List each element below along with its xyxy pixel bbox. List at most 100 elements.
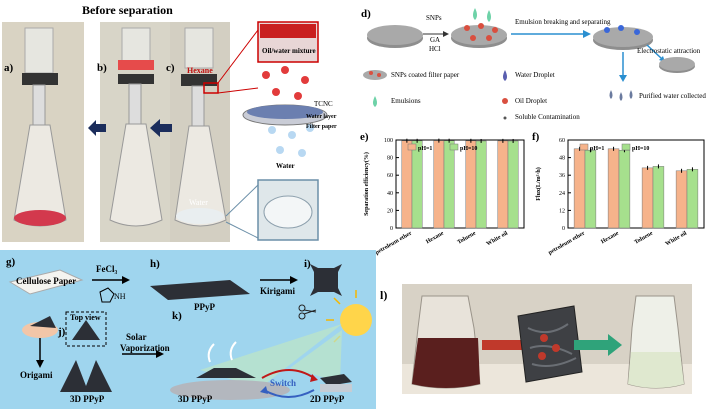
nh-label: NH: [114, 292, 126, 301]
water-label: Water: [189, 198, 208, 207]
y-tick-label: 100: [384, 138, 393, 144]
heading-before-separation: Before separation: [82, 3, 173, 17]
label-i: i): [304, 258, 311, 270]
origami-label: Origami: [20, 370, 53, 380]
cellulose-label: Cellulose Paper: [16, 276, 77, 286]
tcnc-label: TCNC: [314, 100, 333, 108]
solar-label: Solar: [126, 332, 147, 342]
ppyp3d-left-label: 3D PPyP: [70, 394, 105, 404]
bar: [686, 169, 699, 229]
bar: [411, 140, 423, 229]
bar: [443, 140, 455, 229]
y-tick-label: 40: [387, 191, 393, 197]
hexane-label: Hexane: [187, 66, 213, 75]
label-h: h): [150, 258, 160, 270]
label-g: g): [6, 256, 16, 268]
arrow-left-1: [88, 120, 106, 136]
bar: [607, 148, 620, 229]
bar: [497, 140, 509, 229]
bar: [675, 170, 688, 229]
category-label: petroleum ether: [547, 230, 586, 256]
purified-label: Purified water collected: [639, 92, 706, 100]
top-view-label: Top view: [70, 313, 101, 322]
category-label: Hexane: [425, 230, 445, 245]
panel-l: l): [378, 268, 710, 409]
y-axis-label: Separation efficiency(%): [363, 152, 370, 216]
flask-b: [109, 27, 163, 227]
y-axis-label: Flux(L/m²·h): [535, 167, 542, 200]
y-tick-label: 20: [387, 208, 393, 214]
bar: [507, 140, 519, 229]
legend-swatch: [621, 143, 631, 151]
emulsion-breaking-label: Emulsion breaking and separating: [515, 18, 611, 26]
panel-label: e): [360, 131, 369, 143]
bar: [465, 140, 477, 229]
category-label: White oil: [486, 230, 510, 247]
legend-swatch: [579, 143, 589, 151]
panel-abc: Before separation a) b) c) Hexane Water …: [0, 0, 345, 245]
y-tick-label: 12: [559, 208, 565, 214]
legend-water-droplet: Water Droplet: [515, 71, 555, 79]
ppyp2d-label: 2D PPyP: [310, 394, 345, 404]
bar: [401, 140, 413, 229]
legend-soluble: Soluble Contamination: [515, 113, 580, 121]
label-k: k): [172, 310, 182, 322]
bar: [618, 150, 631, 229]
kirigami-label: Kirigami: [260, 286, 295, 296]
filter-paper-label: Filter paper: [306, 124, 337, 130]
y-tick-label: 48: [559, 156, 565, 162]
water-layer-label: Water layer: [306, 114, 337, 120]
snps-label: SNPs: [426, 14, 442, 22]
bar: [573, 148, 586, 229]
y-tick-label: 36: [559, 173, 565, 179]
y-tick-label: 60: [387, 173, 393, 179]
category-label: Toluene: [634, 230, 655, 245]
vaporization-label: Vaporization: [120, 343, 170, 353]
oil-water-mixture-label: Oil/water mixture: [262, 47, 316, 55]
schematic-g-k: [8, 264, 372, 400]
y-tick-label: 0: [562, 226, 565, 232]
label-c: c): [166, 62, 175, 74]
bar: [475, 140, 487, 229]
panel-g-k: g) h) i) j) k) Cellulose Paper FeCl₃ NH …: [0, 250, 376, 409]
plot-frame: [567, 139, 705, 229]
legend-label: pH=1: [590, 146, 604, 152]
bar: [433, 140, 445, 229]
bar: [652, 166, 665, 229]
ga-label: GA: [430, 36, 441, 44]
hcl-label: HCl: [429, 45, 441, 53]
label-l: l): [380, 288, 388, 302]
legend-snps-paper: SNPs coated filter paper: [391, 71, 460, 79]
label-a: a): [4, 62, 14, 74]
flask-a: [13, 27, 67, 227]
water-out-label: Water: [276, 162, 295, 170]
switch-label: Switch: [270, 378, 297, 388]
label-d: d): [361, 8, 371, 20]
category-label: Toluene: [457, 230, 478, 245]
panel-d: d) SNPs GA HCl Emulsion breaking and sep…: [355, 0, 710, 128]
y-tick-label: 24: [559, 191, 565, 197]
category-label: petroleum ether: [374, 230, 413, 256]
ppyp-label: PPyP: [194, 302, 215, 312]
legend-label: pH=10: [460, 146, 477, 152]
legend-emulsions: Emulsions: [391, 97, 421, 105]
y-tick-label: 80: [387, 156, 393, 162]
legend-swatch: [407, 143, 417, 151]
arrow-left-2: [150, 119, 172, 137]
schematic-d: [363, 8, 695, 120]
legend-label: pH=10: [632, 146, 649, 152]
plot-frame: [395, 139, 525, 229]
electrostatic-label: Electrostatic attraction: [637, 47, 701, 55]
legend-swatch: [449, 143, 459, 151]
fecl3-label: FeCl₃: [96, 264, 118, 274]
label-b: b): [97, 62, 107, 74]
bar: [584, 150, 597, 229]
category-label: White oil: [665, 230, 689, 247]
label-j: j): [58, 326, 66, 338]
legend-label: pH=1: [418, 146, 432, 152]
photo-beakers: [402, 284, 692, 394]
photo-flasks: [2, 21, 328, 242]
